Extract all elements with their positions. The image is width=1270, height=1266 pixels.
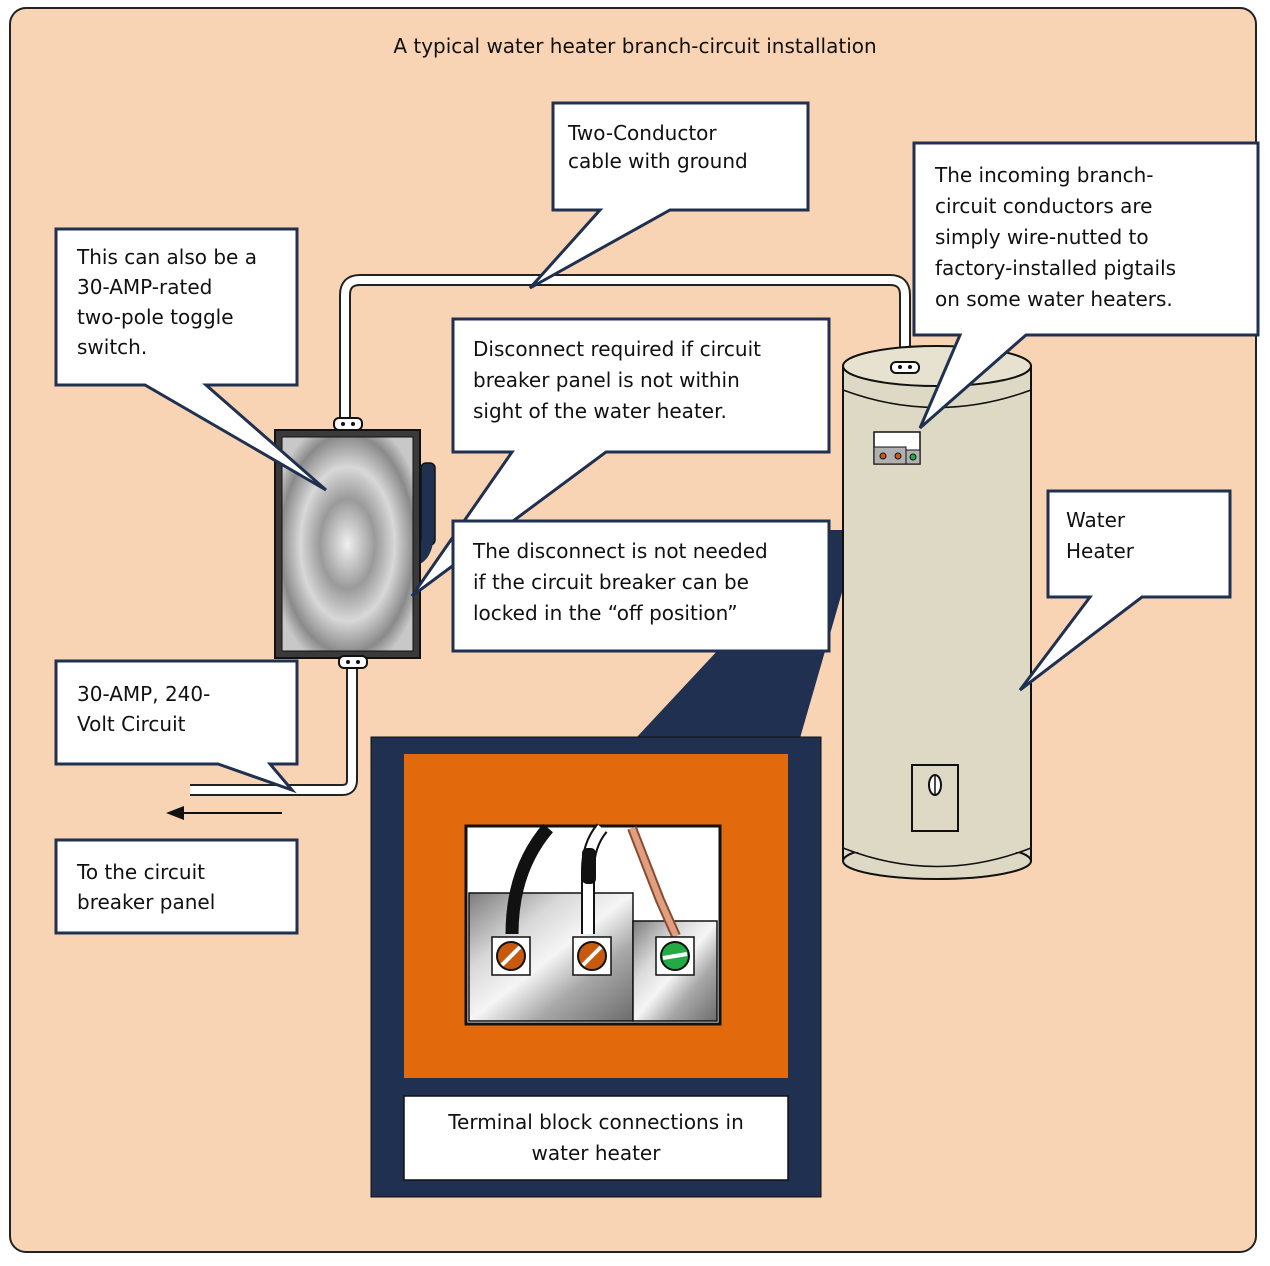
diagram-title: A typical water heater branch-circuit in… [393,34,877,58]
disconnect-switch [274,417,436,669]
label-toggle: This can also be a 30-AMP-rated two-pole… [77,245,257,359]
branch-circuit-cable [190,662,358,796]
callout-two-conductor [528,101,810,290]
label-disconnect-required: Disconnect required if circuit breaker p… [473,337,761,423]
callout-toggle [54,227,327,492]
label-incoming: The incoming branch- circuit conductors … [935,163,1177,311]
callout-circuit [54,659,299,794]
label-water-heater: Water Heater [1066,508,1134,563]
callout-water-heater [1018,489,1232,692]
label-disconnect-not-needed: The disconnect is not needed if the circ… [473,539,768,625]
two-conductor-cable [339,274,911,424]
callout-disconnect-not-needed [451,519,831,653]
label-two-conductor: Two-Conductor cable with ground [568,121,748,173]
callout-panel [54,838,299,935]
water-heater [842,345,1032,880]
label-terminal: Terminal block connections in water heat… [448,1110,744,1165]
terminal-block-inset [370,736,822,1198]
label-circuit: 30-AMP, 240- Volt Circuit [77,682,211,736]
arrow-to-panel [166,806,282,820]
callout-incoming [912,141,1260,430]
label-panel: To the circuit breaker panel [77,860,216,914]
